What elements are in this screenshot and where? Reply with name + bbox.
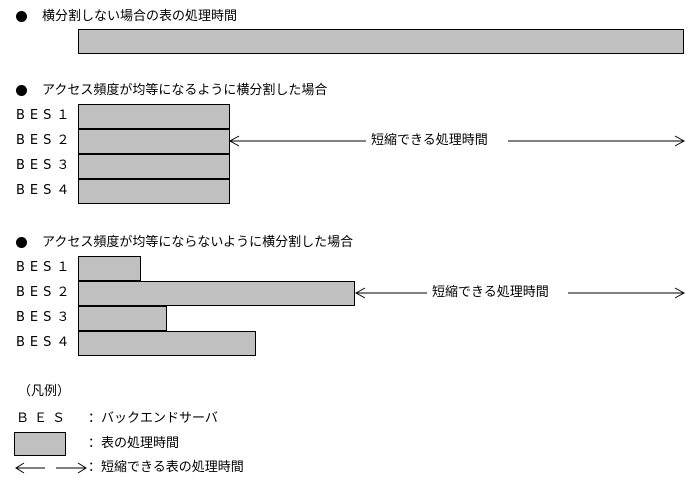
bes-processing-bar [78,281,355,306]
bes-label: BES１ [16,108,75,123]
bes-label: BES３ [16,158,75,173]
bes-processing-bar [78,331,256,356]
bes-processing-bar [78,129,230,154]
bes-processing-bar [78,154,230,179]
bes-label: BES１ [16,260,75,275]
legend-bar-desc: ：表の処理時間 [88,436,180,451]
bes-label: BES４ [16,183,75,198]
section2-title: アクセス頻度が均等になるように横分割した場合 [42,83,328,98]
bullet-icon [16,11,27,22]
bes-processing-bar [78,179,230,204]
arrowhead-left-icon [228,135,240,147]
bes-processing-bar [78,256,141,281]
section3-arrow-label: 短縮できる処理時間 [430,285,551,301]
bes-processing-bar [78,306,167,331]
section1-title: 横分割しない場合の表の処理時間 [42,9,238,24]
bes-label: BES２ [16,133,75,148]
arrowhead-right-icon [674,287,686,299]
legend-bes-term: ＢＥＳ [16,411,71,426]
bes-label: BES３ [16,310,75,325]
bes-label: BES４ [16,335,75,350]
legend-bar-swatch [14,432,66,456]
bullet-icon [16,85,27,96]
arrowhead-left-icon [354,287,366,299]
bullet-icon [16,237,27,248]
section3-title: アクセス頻度が均等にならないように横分割した場合 [42,235,354,250]
arrowhead-left-icon [15,462,25,474]
legend-bes-desc: ：バックエンドサーバ [88,411,218,426]
bes-label: BES２ [16,285,75,300]
legend-title: （凡例） [18,384,71,399]
legend-arrow-desc: ：短縮できる表の処理時間 [88,460,244,475]
arrowhead-right-icon [77,462,87,474]
arrowhead-right-icon [674,135,686,147]
unsplit-table-bar [78,29,684,54]
bes-processing-bar [78,104,230,129]
section2-arrow-label: 短縮できる処理時間 [369,133,490,149]
